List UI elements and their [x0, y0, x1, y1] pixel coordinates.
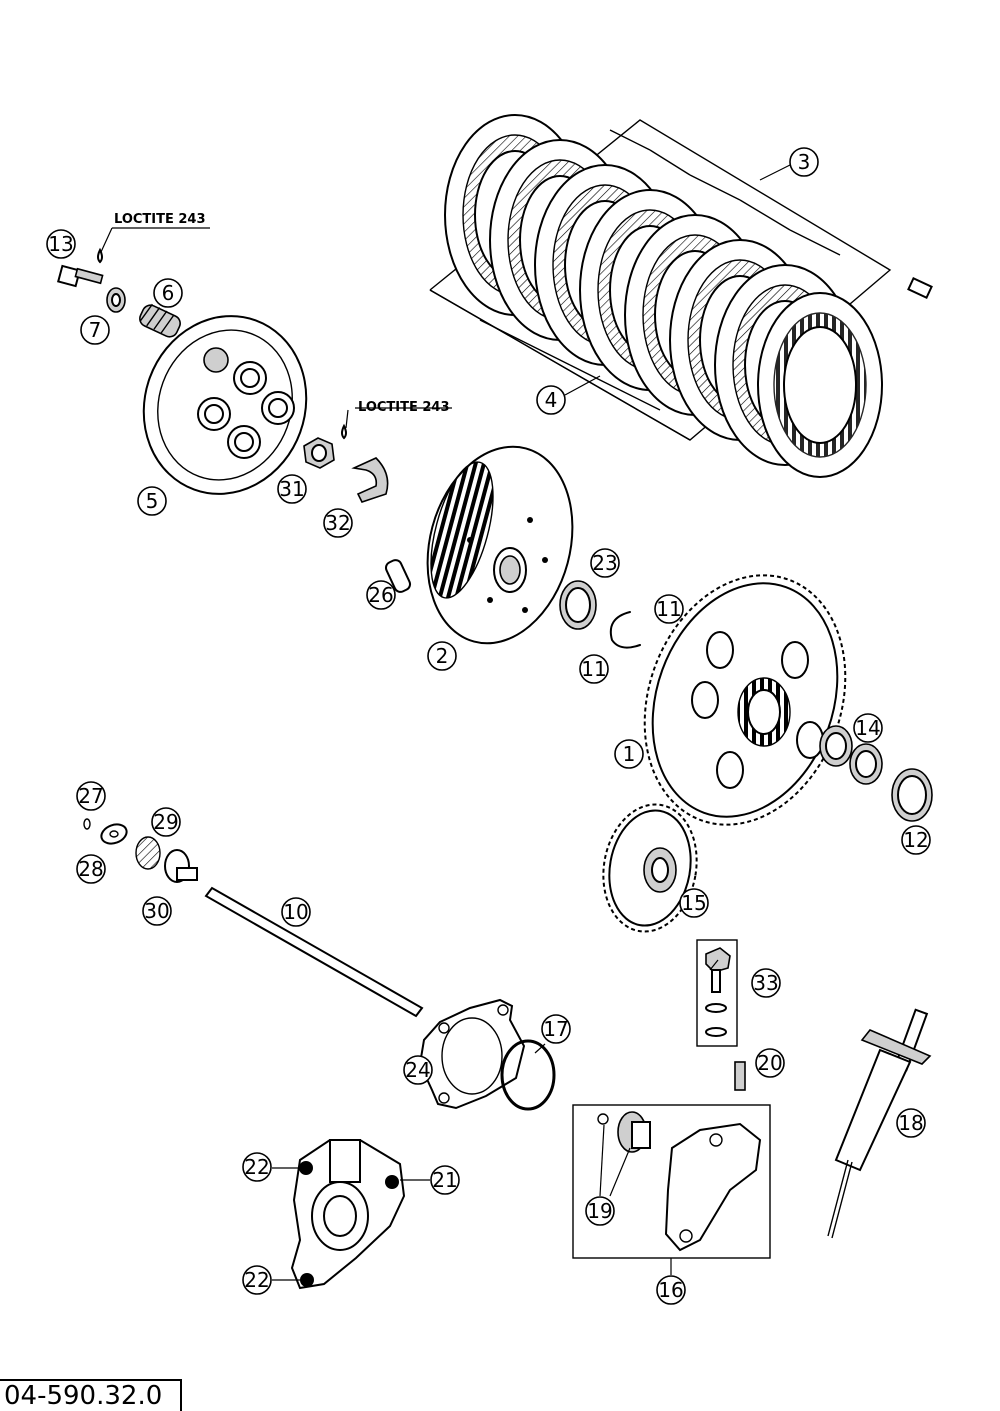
circlip — [609, 611, 641, 649]
svg-text:27: 27 — [78, 784, 103, 808]
slave-cylinder-kit-box — [572, 1104, 771, 1259]
svg-text:4: 4 — [545, 388, 558, 412]
svg-text:11: 11 — [656, 597, 681, 621]
callout-1: 1 — [614, 739, 644, 769]
callout-31: 31 — [277, 474, 307, 504]
callout-18: 18 — [896, 1108, 926, 1138]
svg-text:29: 29 — [153, 810, 178, 834]
small-ring — [83, 818, 91, 830]
inner-clutch-hub — [426, 445, 574, 645]
loctite-drop-icon — [97, 247, 103, 264]
svg-text:12: 12 — [903, 828, 928, 852]
loctite-note-2: LOCTITE 243 — [358, 400, 450, 415]
callout-2: 2 — [427, 641, 457, 671]
svg-text:24: 24 — [405, 1058, 430, 1082]
svg-text:2: 2 — [436, 644, 449, 668]
lock-washer — [351, 457, 389, 503]
slave-cylinder-cover — [290, 1139, 406, 1290]
callout-10: 10 — [281, 897, 311, 927]
callout-21: 21 — [430, 1165, 460, 1195]
callout-14: 14 — [853, 713, 883, 743]
callout-30: 30 — [142, 896, 172, 926]
svg-text:19: 19 — [587, 1199, 612, 1223]
svg-text:23: 23 — [592, 551, 617, 575]
callout-11a: 11 — [654, 594, 684, 624]
callout-15: 15 — [679, 888, 709, 918]
svg-text:28: 28 — [78, 857, 103, 881]
callout-4: 4 — [536, 385, 566, 415]
callout-11b: 11 — [579, 654, 609, 684]
callout-5: 5 — [137, 486, 167, 516]
svg-text:11: 11 — [581, 657, 606, 681]
loctite-drop-icon-2 — [341, 423, 347, 440]
needle-bearing — [819, 725, 883, 785]
spring-washer — [106, 287, 126, 313]
callout-6: 6 — [153, 278, 183, 308]
axial-bearing — [135, 836, 161, 870]
callout-17: 17 — [541, 1014, 571, 1044]
svg-text:30: 30 — [144, 899, 169, 923]
svg-text:20: 20 — [757, 1051, 782, 1075]
svg-text:15: 15 — [681, 891, 706, 915]
svg-text:1: 1 — [623, 742, 636, 766]
svg-text:32: 32 — [325, 511, 350, 535]
bleed-screw — [734, 1061, 746, 1091]
primary-driven-gear — [643, 574, 847, 826]
loctite-note-1: LOCTITE 243 — [114, 212, 206, 227]
clutch-spring — [139, 303, 181, 338]
svg-text:26: 26 — [368, 583, 393, 607]
dowel-pin — [384, 559, 412, 593]
svg-text:14: 14 — [855, 716, 880, 740]
svg-text:5: 5 — [146, 489, 159, 513]
pressure-plate — [142, 315, 308, 495]
callout-23: 23 — [590, 548, 620, 578]
clutch-plate-stack — [429, 114, 892, 478]
leader-lines — [100, 164, 791, 1281]
svg-text:21: 21 — [432, 1168, 457, 1192]
drawing-number: 04-590.32.0 — [0, 1379, 182, 1411]
svg-text:22: 22 — [244, 1268, 269, 1292]
callout-26: 26 — [366, 580, 396, 610]
callout-3: 3 — [789, 147, 819, 177]
svg-text:17: 17 — [543, 1017, 568, 1041]
callout-28: 28 — [76, 854, 106, 884]
svg-text:31: 31 — [279, 477, 304, 501]
svg-text:13: 13 — [48, 232, 73, 256]
friction-discs — [444, 114, 883, 478]
svg-text:22: 22 — [244, 1155, 269, 1179]
cap-screw — [57, 264, 104, 288]
callout-19: 19 — [585, 1196, 615, 1226]
grease-syringe — [827, 277, 933, 1239]
callout-22a: 22 — [242, 1152, 272, 1182]
callout-16: 16 — [656, 1275, 686, 1305]
callout-20: 20 — [755, 1048, 785, 1078]
svg-text:18: 18 — [898, 1111, 923, 1135]
svg-text:7: 7 — [89, 318, 102, 342]
svg-text:16: 16 — [658, 1278, 683, 1302]
intermediate-gear — [602, 803, 698, 933]
o-ring — [500, 1039, 556, 1111]
callout-27: 27 — [76, 781, 106, 811]
svg-text:3: 3 — [798, 150, 811, 174]
svg-text:10: 10 — [283, 900, 308, 924]
thrust-washer-2 — [891, 768, 933, 822]
svg-text:33: 33 — [753, 971, 778, 995]
plain-washer — [100, 823, 128, 845]
callout-33: 33 — [751, 968, 781, 998]
thrust-washer — [559, 580, 597, 630]
svg-text:6: 6 — [162, 281, 175, 305]
callout-22b: 22 — [242, 1265, 272, 1295]
callout-24: 24 — [403, 1055, 433, 1085]
push-rod — [204, 886, 424, 1018]
bleed-screw-kit-box — [696, 939, 738, 1047]
callout-32: 32 — [323, 508, 353, 538]
hex-nut — [303, 437, 335, 469]
callout-12: 12 — [901, 825, 931, 855]
callout-7: 7 — [80, 315, 110, 345]
callout-13: 13 — [46, 229, 76, 259]
callout-29: 29 — [151, 807, 181, 837]
pressure-piece — [164, 849, 198, 883]
